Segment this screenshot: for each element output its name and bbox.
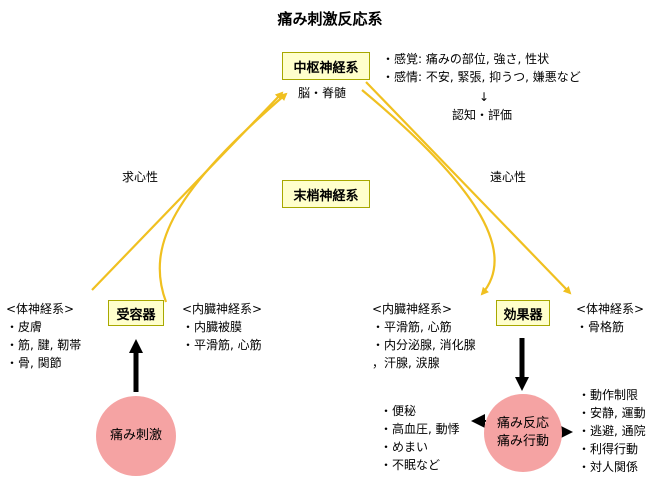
list-item: ・動作制限 xyxy=(578,388,639,402)
list-item: ・逃避, 通院 xyxy=(578,424,646,438)
list-item: ・めまい xyxy=(380,440,429,454)
list-item: ・筋, 腱, 靭帯 xyxy=(6,338,82,352)
list-header: <体神経系> xyxy=(6,302,75,316)
central-note: ・感情: 不安, 緊張, 抑うつ, 嫌悪など xyxy=(382,70,581,84)
list-header: <内臓神経系> xyxy=(372,302,453,316)
list-item: ・不眠など xyxy=(380,458,441,472)
left-somatic-list: <体神経系> ・皮膚 ・筋, 腱, 靭帯 ・骨, 関節 xyxy=(6,300,81,372)
list-item: ・内臓被膜 xyxy=(182,320,243,334)
list-item: ・便秘 xyxy=(380,404,417,418)
list-item: ・安静, 運動 xyxy=(578,406,646,420)
list-header: <体神経系> xyxy=(576,302,645,316)
efferent-inner-arrow xyxy=(361,89,496,296)
central-nervous-box: 中枢神経系 xyxy=(282,52,370,80)
down-arrow-label: ↓ xyxy=(479,90,490,104)
list-item: ・骨, 関節 xyxy=(6,356,62,370)
list-item: ・平滑筋, 心筋 xyxy=(372,320,452,334)
central-note: ・感覚: 痛みの部位, 強さ, 性状 xyxy=(382,52,550,66)
brain-spinal-label: 脳・脊髄 xyxy=(298,86,347,100)
list-item: ，汗腺, 涙腺 xyxy=(372,356,440,370)
list-item: ・対人関係 xyxy=(578,460,639,474)
list-item: ・高血圧, 動悸 xyxy=(380,422,460,436)
afferent-label: 求心性 xyxy=(122,170,159,184)
list-item: ・平滑筋, 心筋 xyxy=(182,338,262,352)
pain-behavior-label: 痛み行動 xyxy=(496,434,549,449)
effector-box: 効果器 xyxy=(496,300,550,326)
right-visceral-list: <内臓神経系> ・平滑筋, 心筋 ・内分泌腺, 消化腺 ，汗腺, 涙腺 xyxy=(372,300,476,372)
cognition-label: 認知・評価 xyxy=(452,108,513,122)
pain-stimulus-label: 痛み刺激 xyxy=(109,428,162,443)
peripheral-nervous-box: 末梢神経系 xyxy=(282,180,370,208)
central-notes: ・感覚: 痛みの部位, 強さ, 性状 ・感情: 不安, 緊張, 抑うつ, 嫌悪な… xyxy=(382,50,581,86)
afferent-inner-arrow xyxy=(158,92,288,303)
efferent-outer-arrow xyxy=(365,81,572,295)
diagram-title: 痛み刺激反応系 xyxy=(277,10,383,28)
list-header: <内臓神経系> xyxy=(182,302,263,316)
pain-stimulus-circle: 痛み刺激 xyxy=(96,396,176,476)
pain-response-label: 痛み反応 xyxy=(496,416,549,431)
list-item: ・内分泌腺, 消化腺 xyxy=(372,338,476,352)
list-item: ・骨格筋 xyxy=(576,320,625,334)
list-item: ・利得行動 xyxy=(578,442,639,456)
symptom-list: ・便秘 ・高血圧, 動悸 ・めまい ・不眠など xyxy=(380,402,460,474)
right-somatic-list: <体神経系> ・骨格筋 xyxy=(576,300,644,336)
efferent-label: 遠心性 xyxy=(490,170,527,184)
list-item: ・皮膚 xyxy=(6,320,43,334)
left-visceral-list: <内臓神経系> ・内臓被膜 ・平滑筋, 心筋 xyxy=(182,300,262,354)
behavior-list: ・動作制限 ・安静, 運動 ・逃避, 通院 ・利得行動 ・対人関係 xyxy=(578,386,646,476)
pain-response-circle: 痛み反応 痛み行動 xyxy=(484,394,562,472)
receptor-box: 受容器 xyxy=(108,300,164,326)
